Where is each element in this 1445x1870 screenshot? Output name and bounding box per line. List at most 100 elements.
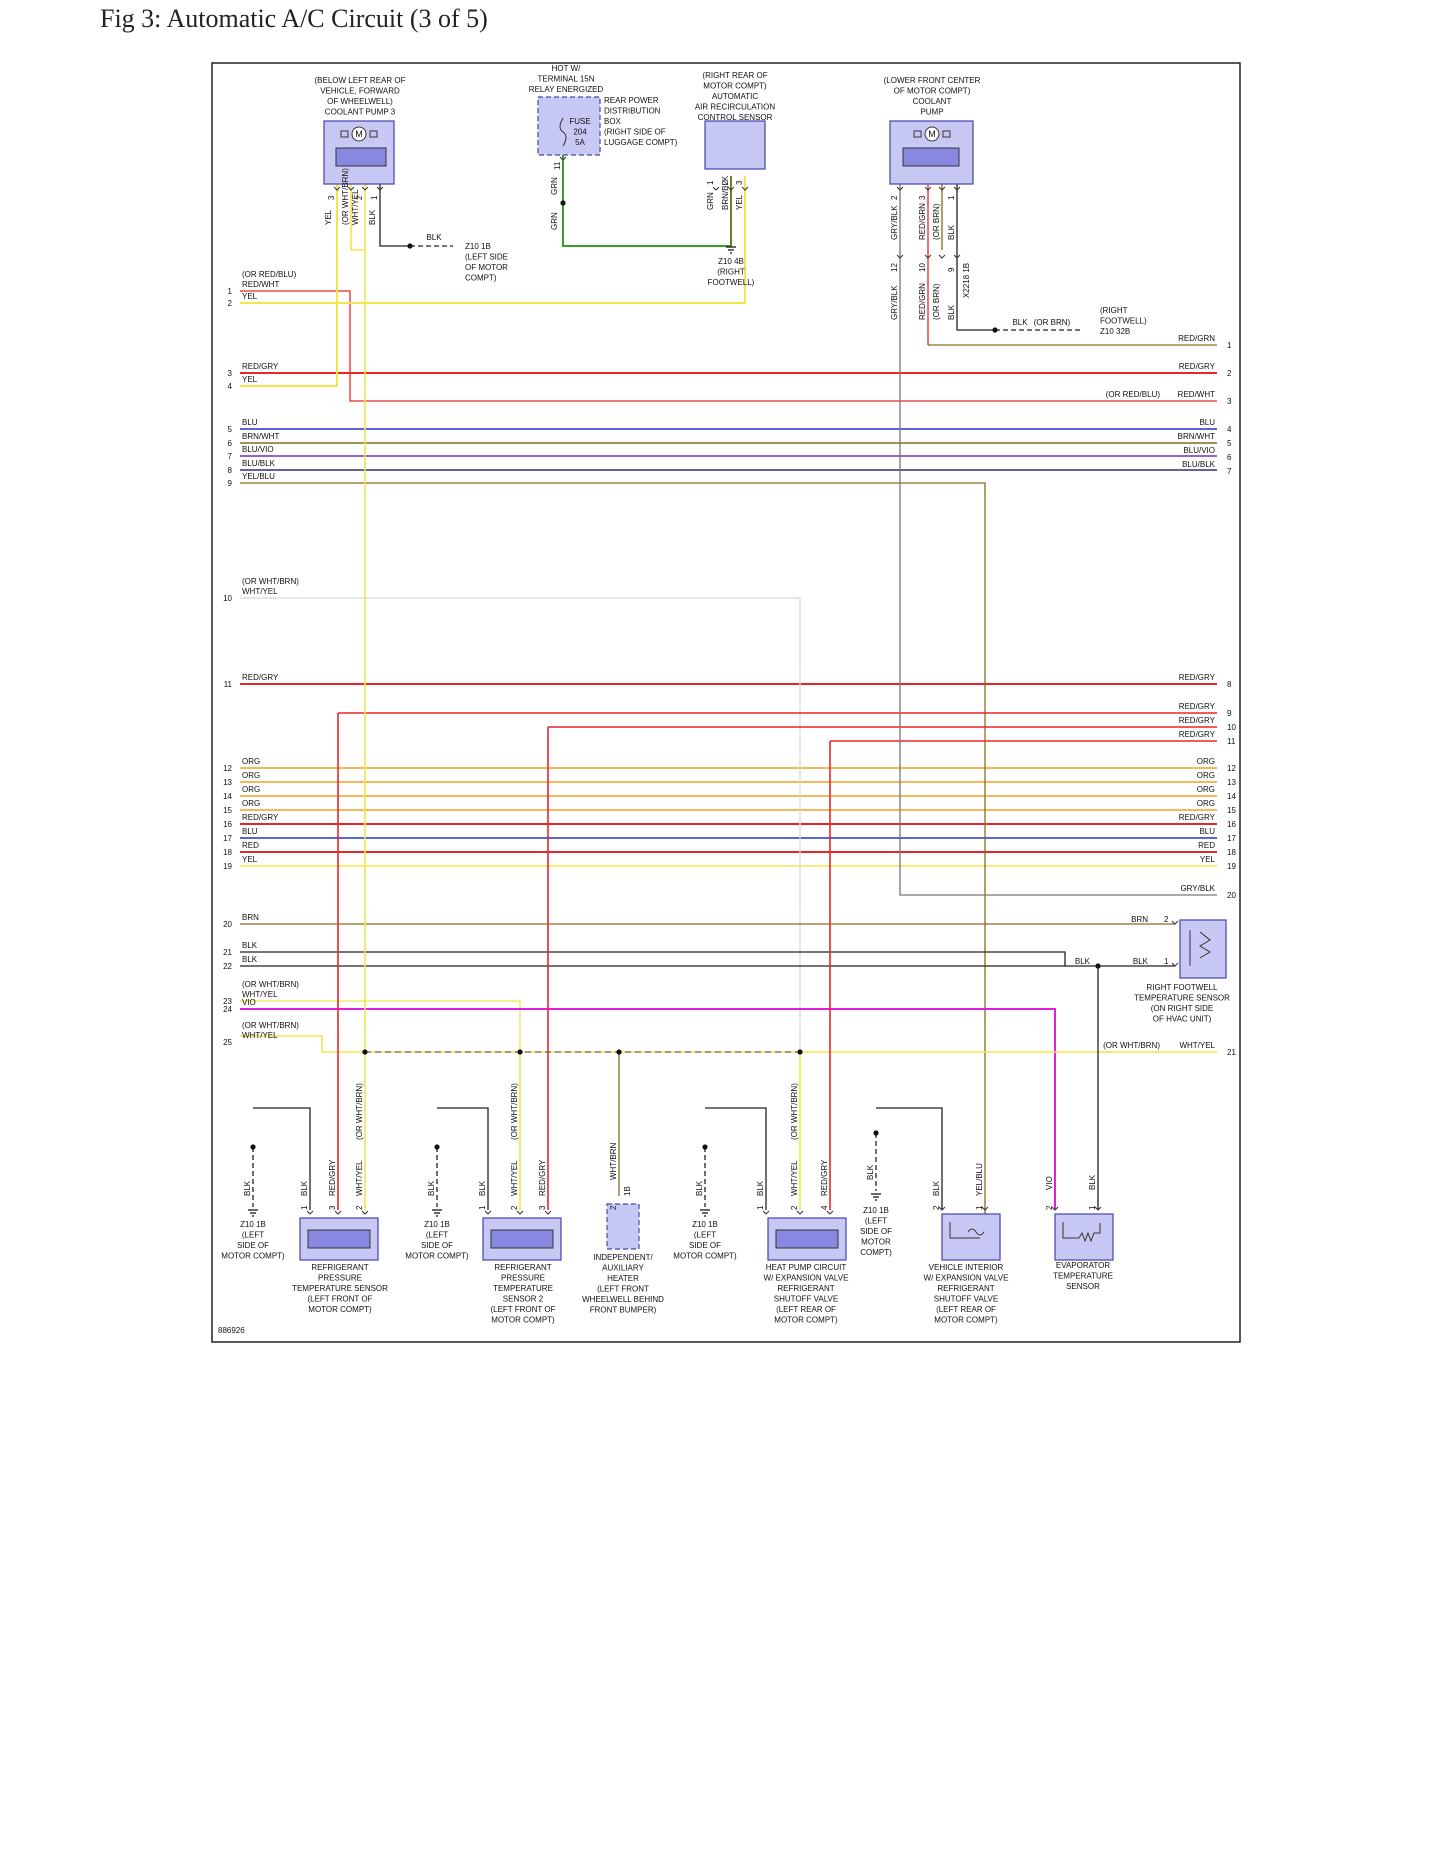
line-label-left: BRN — [242, 913, 259, 922]
component-label: OF HVAC UNIT) — [1153, 1015, 1212, 1024]
motor-icon-letter: M — [355, 129, 363, 139]
line-label-left: WHT/YEL — [242, 1031, 278, 1040]
line-label-left: ORG — [242, 757, 260, 766]
wire-54 — [876, 1107, 943, 1210]
component-label: TEMPERATURE — [493, 1284, 553, 1293]
pin-number: 1 — [478, 1205, 487, 1210]
line-number-right: 10 — [1227, 723, 1236, 732]
wire-color-label: RED/GRY — [328, 1159, 337, 1196]
wire-color-label: BLK — [866, 1164, 875, 1180]
line-label-left: YEL — [242, 855, 258, 864]
pin-number: 3 — [327, 195, 336, 200]
pin-number: 2 — [355, 195, 364, 200]
pin-terminal — [953, 254, 961, 259]
pin-terminal — [938, 186, 946, 191]
wire-color-label: RED/GRN — [918, 283, 927, 320]
component-label: MOTOR COMPT) — [673, 1252, 737, 1261]
wire-color-label: BLK — [1075, 957, 1091, 966]
pin-number: 1 — [947, 195, 956, 200]
pump-body — [902, 147, 960, 167]
pin-number: 2 — [790, 1205, 799, 1210]
pin-number: 3 — [918, 195, 927, 200]
line-label-left: RED/GRY — [242, 813, 279, 822]
line-label-left: VIO — [242, 998, 256, 1007]
component-label: (LEFT FRONT — [597, 1285, 649, 1294]
wire-23 — [240, 1008, 1056, 1210]
component-label: (LEFT FRONT OF — [307, 1295, 372, 1304]
line-number-right: 6 — [1227, 453, 1232, 462]
line-label-right: BLU — [1199, 418, 1215, 427]
component-label: DISTRIBUTION — [604, 107, 661, 116]
component-label: CONTROL SENSOR — [698, 113, 773, 122]
line-number-left: 9 — [228, 479, 233, 488]
component-label: MOTOR — [861, 1238, 891, 1247]
line-label-left: BLU — [242, 418, 258, 427]
line-number-left: 21 — [223, 948, 232, 957]
line-label-left: BLU/VIO — [242, 445, 274, 454]
pin-terminal — [333, 186, 341, 191]
pin-number: 9 — [947, 267, 956, 272]
component-label: HEATER — [607, 1274, 639, 1283]
component-label: AUXILIARY — [602, 1264, 644, 1273]
line-label-right: BLU/BLK — [1182, 460, 1216, 469]
line-number-right: 16 — [1227, 820, 1236, 829]
fuse-icon — [559, 117, 567, 147]
line-label-right: YEL — [1200, 855, 1216, 864]
component-label: SHUTOFF VALVE — [774, 1295, 838, 1304]
line-number-left: 10 — [223, 594, 232, 603]
pin-number: 11 — [553, 161, 562, 170]
component-label: SIDE OF — [421, 1241, 453, 1250]
line-number-left: 8 — [228, 466, 233, 475]
wire-43 — [899, 176, 1098, 896]
component-label: TEMPERATURE SENSOR — [1134, 994, 1230, 1003]
component-label: REFRIGERANT — [494, 1263, 551, 1272]
line-label-left: RED/WHT — [242, 280, 279, 289]
component-label: SIDE OF — [237, 1241, 269, 1250]
wire-color-label: (OR WHT/BRN) — [355, 1083, 364, 1140]
wire-color-label: RED/GRY — [820, 1159, 829, 1196]
wire-color-label: BLK — [1012, 318, 1028, 327]
line-number-right: 18 — [1227, 848, 1236, 857]
wire-color-label: GRY/BLK — [890, 205, 899, 240]
thermistor-icon — [1062, 1222, 1101, 1243]
component-label: MOTOR COMPT) — [308, 1305, 372, 1314]
wire-15 — [240, 176, 746, 304]
pin-terminal — [981, 1206, 989, 1211]
line-number-left: 16 — [223, 820, 232, 829]
component-label: Z10 1B — [240, 1220, 266, 1229]
line-number-left: 24 — [223, 1005, 232, 1014]
thermistor-icon — [1189, 930, 1211, 966]
line-number-left: 2 — [228, 299, 233, 308]
fuse-box — [537, 96, 601, 156]
pin-terminal — [1051, 1206, 1059, 1211]
motor-icon-letter: M — [928, 129, 936, 139]
wire-color-label: BLK — [756, 1180, 765, 1196]
pin-terminal — [938, 1206, 946, 1211]
component-label: PRESSURE — [318, 1274, 362, 1283]
wire-color-label: (OR WHT/BRN) — [341, 168, 350, 225]
wire-color-label: RED/GRN — [918, 203, 927, 240]
connector-label: X2218 1B — [962, 263, 971, 298]
component-label: W/ EXPANSION VALVE — [924, 1274, 1009, 1283]
component-label: (ON RIGHT SIDE — [1151, 1004, 1214, 1013]
component-label: (LEFT — [242, 1231, 264, 1240]
pin-terminal — [361, 1210, 369, 1215]
component-label: Z10 1B — [424, 1220, 450, 1229]
line-label-left: BRN/WHT — [242, 432, 279, 441]
pin-number: 1 — [706, 180, 715, 185]
wire-color-label: BLK — [300, 1180, 309, 1196]
pin-terminal — [516, 1210, 524, 1215]
splice-dot — [560, 200, 566, 206]
component-label: AIR RECIRCULATION — [695, 103, 776, 112]
component-label: PUMP — [920, 108, 943, 117]
wire-color-label: BLK — [947, 304, 956, 320]
line-number-right: 17 — [1227, 834, 1236, 843]
line-number-right: 5 — [1227, 439, 1232, 448]
wire-color-label: VIO — [1045, 1176, 1054, 1190]
component-label: TEMPERATURE SENSOR — [292, 1284, 388, 1293]
component-label: Z10 1B — [465, 242, 491, 251]
line-label-left: YEL/BLU — [242, 472, 275, 481]
component-label: (LOWER FRONT CENTER — [884, 76, 981, 85]
valve-body — [775, 1229, 839, 1249]
